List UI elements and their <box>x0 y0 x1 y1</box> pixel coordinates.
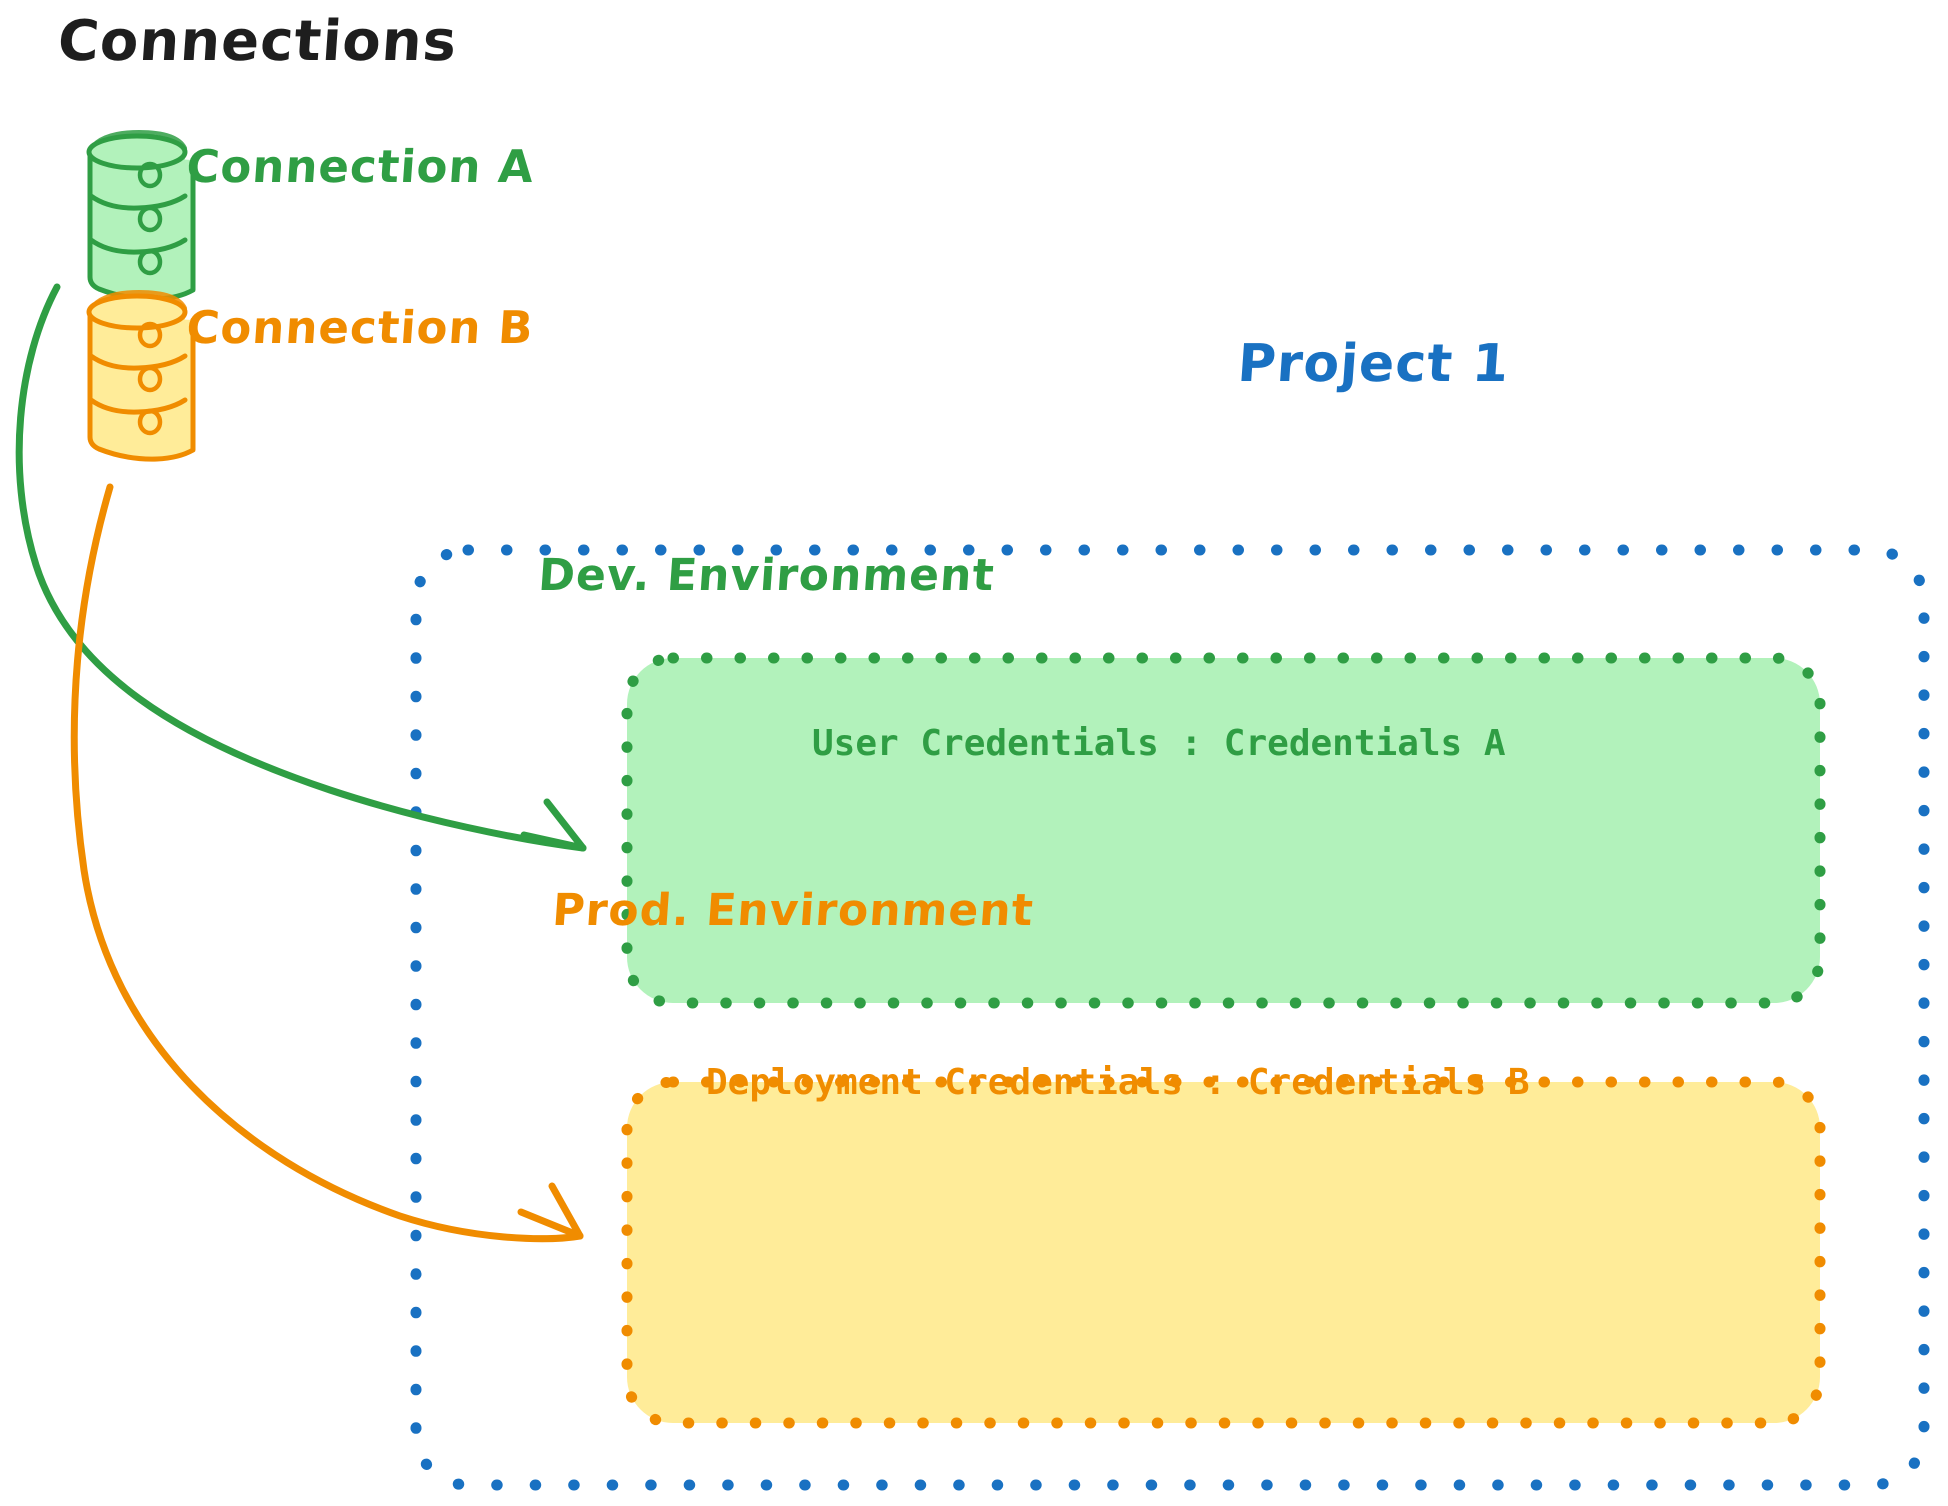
connection-b-label: Connection B <box>184 301 536 354</box>
prod-environment-credentials: Deployment Credentials : Credentials B <box>706 1062 1530 1103</box>
prod-environment-box[interactable] <box>621 1076 1826 1429</box>
database-icon[interactable] <box>86 289 196 462</box>
dev-environment-title: Dev. Environment <box>536 550 997 601</box>
arrow-connection-a-to-dev <box>15 283 587 852</box>
arrow-connection-b-to-prod <box>70 483 584 1243</box>
connection-a-label: Connection A <box>184 140 537 193</box>
prod-environment-title: Prod. Environment <box>550 885 1036 936</box>
database-icon[interactable] <box>86 129 196 302</box>
project-title: Project 1 <box>1235 334 1512 394</box>
dev-environment-box[interactable] <box>621 652 1826 1009</box>
page-title: Connections <box>55 9 460 74</box>
dev-environment-credentials: User Credentials : Credentials A <box>812 723 1506 764</box>
